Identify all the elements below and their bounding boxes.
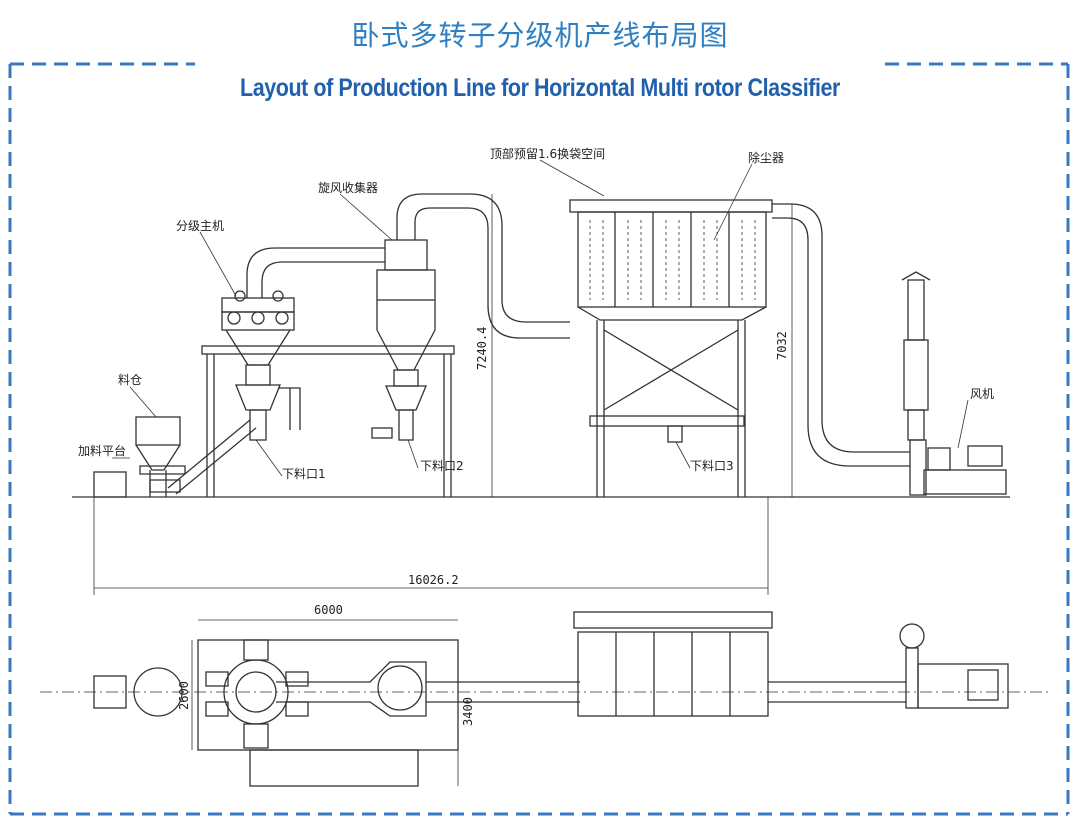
dim-height-dust: 7032 [775, 331, 789, 360]
label-leaders [112, 159, 969, 477]
dust-collector-bags [589, 220, 756, 300]
dust-collector [569, 199, 773, 497]
fan-unit [901, 271, 1007, 496]
screw-conveyor [167, 419, 257, 495]
dashed-frame [8, 62, 1070, 816]
plan-view [40, 611, 1050, 787]
label-outlet-2: 下料口2 [420, 459, 464, 473]
label-dust-collector: 除尘器 [748, 150, 784, 165]
label-platform: 加料平台 [78, 443, 126, 458]
pipe-dust-fan [772, 203, 910, 467]
classifier-main [221, 290, 301, 441]
dim-height-cyclone: 7240.4 [475, 327, 489, 370]
label-top-space: 顶部预留1.6换袋空间 [490, 146, 605, 161]
cyclone-collector [371, 239, 436, 441]
label-outlet-3: 下料口3 [690, 459, 734, 473]
title-english: Layout of Production Line for Horizontal… [239, 74, 841, 102]
pipe-cyclone-dust [396, 193, 570, 339]
classifier-platform [201, 345, 455, 497]
label-classifier: 分级主机 [176, 219, 224, 233]
dim-plan-width: 6000 [314, 603, 343, 617]
dim-plan-depth-inner: 2600 [177, 681, 191, 710]
title-chinese: 卧式多转子分级机产线布局图 [351, 19, 729, 52]
dim-total-length: 16026.2 [408, 573, 459, 587]
feed-platform [93, 416, 186, 498]
label-cyclone: 旋风收集器 [318, 180, 378, 195]
label-fan: 风机 [970, 387, 994, 401]
label-outlet-1: 下料口1 [282, 467, 326, 481]
label-hopper: 料仓 [118, 373, 142, 387]
pipe-classifier-cyclone [246, 247, 385, 298]
dim-plan-depth-outer: 3400 [461, 697, 475, 726]
elevation-dims [93, 194, 793, 595]
